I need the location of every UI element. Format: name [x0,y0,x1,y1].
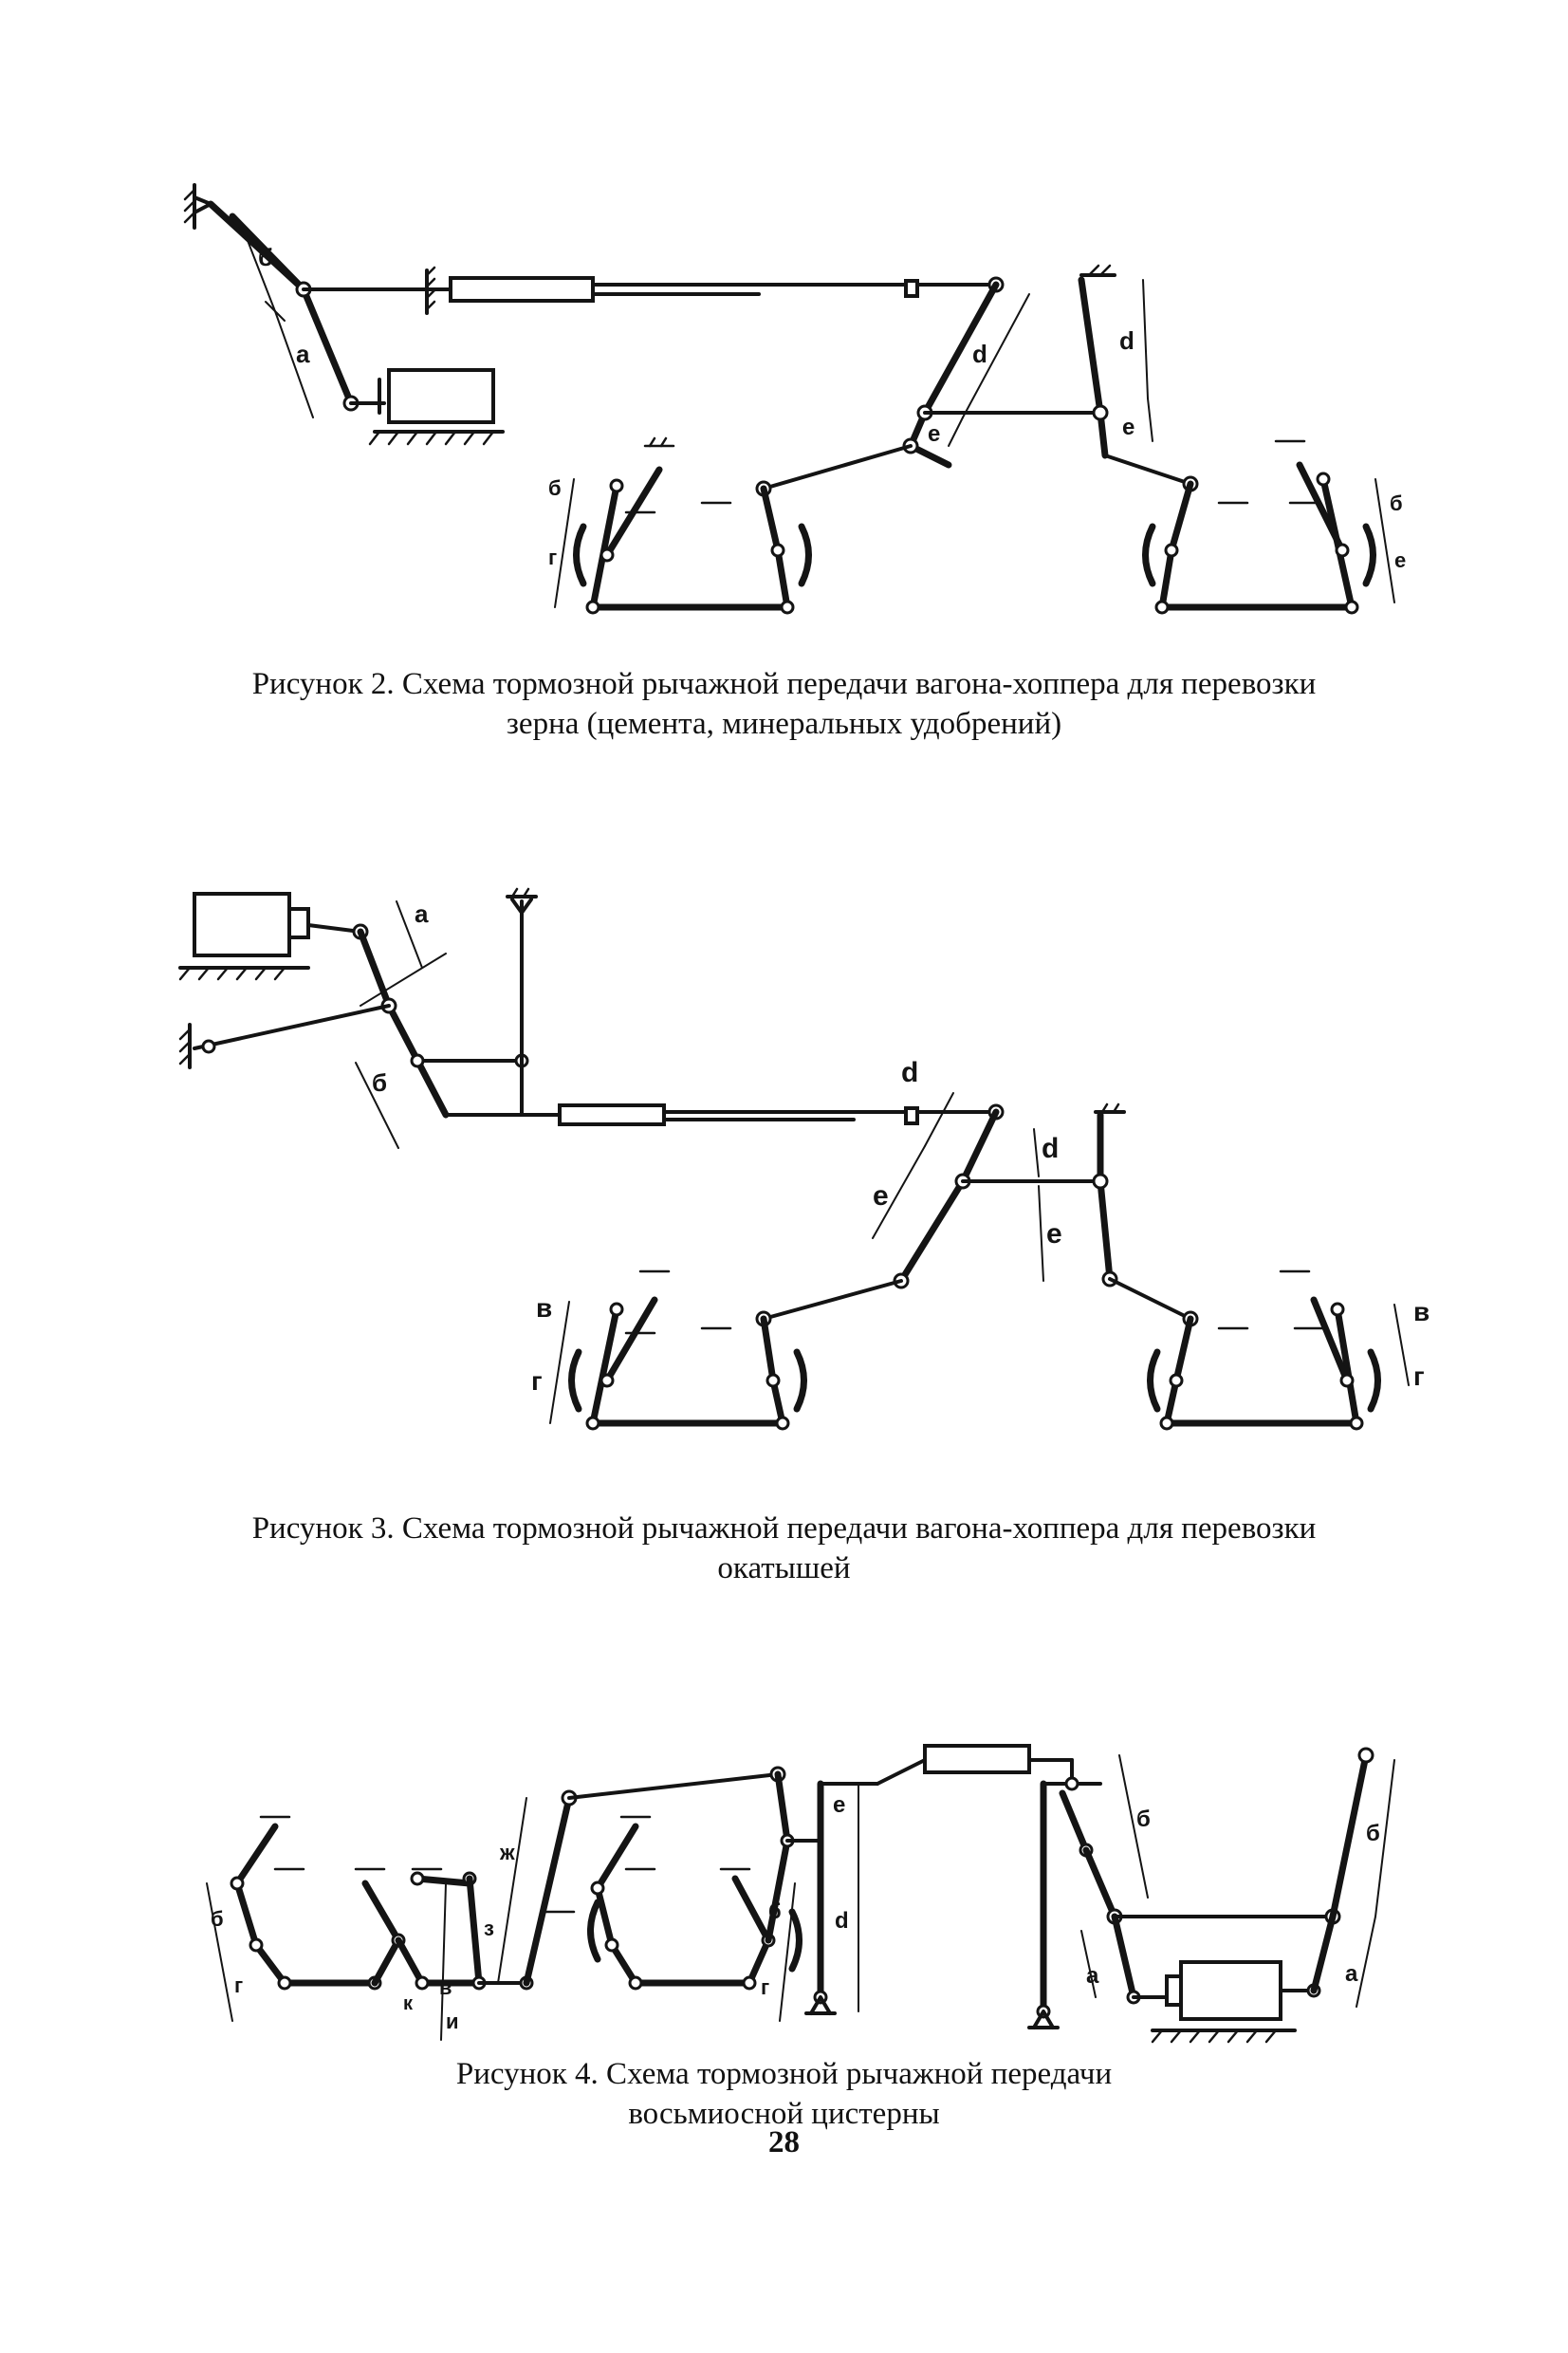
figure-2-diagram: б а [0,0,1568,664]
figure-3-caption-line1: Рисунок 3. Схема тормозной рычажной пере… [251,1511,1317,1546]
label-g-right: г [1413,1362,1425,1391]
figure-4-diagram: б г к в и [0,1708,1568,2087]
label-a: а [415,899,429,928]
label-d-right: d [1042,1133,1059,1164]
label-a: а [296,340,310,368]
figure-2-caption-line1: Рисунок 2. Схема тормозной рычажной пере… [251,667,1317,701]
brake-cylinder-icon [368,368,505,446]
brake-cylinder-icon [1151,1960,1297,2044]
figure-3-caption-line2: окатышей [717,1551,851,1585]
label-v-left: в [536,1293,552,1323]
figure-2-caption-line2: зерна (цемента, минеральных удобрений) [506,707,1062,741]
figure-4-svg: б г к в и [206,1744,1395,2044]
label-b-left: б [548,476,562,500]
label-e-right: е [1394,548,1406,572]
left-bogie: б г [548,436,812,615]
right-bogie: б е [1142,439,1406,615]
figure-3-diagram: а б d е [0,854,1568,1518]
label-v-right: в [1413,1297,1430,1326]
slack-adjuster-icon [558,1103,666,1126]
label-z: з [484,1917,494,1940]
slack-adjuster-icon [923,1744,1031,1774]
label-e: е [833,1792,845,1818]
label-e-left: е [873,1180,889,1212]
label-b-right: б [1390,491,1403,515]
label-b-r1: б [1136,1806,1151,1832]
label-d: d [972,340,987,368]
bogie-3: б г [587,1815,802,2022]
figure-2-caption: Рисунок 2. Схема тормозной рычажной пере… [0,664,1568,744]
label-b-left: б [211,1907,224,1931]
label-g-mid: г [761,1975,769,1999]
bogie-1: б г [206,1815,406,2022]
label-e-right: е [1046,1218,1062,1250]
brake-cylinder-icon [178,892,310,981]
fixed-support-icon [183,183,212,230]
label-b-r2: б [1366,1821,1380,1846]
page-number: 28 [768,2125,800,2159]
label-b: б [372,1068,387,1097]
label-g-left: г [531,1366,543,1396]
label-k: к [403,1993,414,2014]
label-i: и [446,2010,459,2033]
figure-4-caption-line2: восьмиосной цистерны [628,2097,940,2131]
label-g-left: г [548,546,557,569]
slack-adjuster-icon [449,276,595,303]
label-e: е [928,421,940,447]
label-a-r2: а [1345,1961,1358,1987]
label-d: d [835,1908,849,1934]
left-bogie: в г [531,1269,807,1431]
figure-4-caption: Рисунок 4. Схема тормозной рычажной пере… [0,2054,1568,2134]
label-zh: ж [499,1841,515,1864]
label-v: в [439,1975,452,1999]
fixed-support-right-icon [1079,264,1116,277]
figure-3-svg: а б d е [178,887,1430,1431]
label-d-right: d [1119,326,1134,355]
bogie-2: к в и [395,1867,534,2041]
label-d-left: d [901,1057,918,1088]
figure-2-svg: б а [183,183,1406,615]
label-e-right-top: е [1122,415,1134,440]
figure-3-caption: Рисунок 3. Схема тормозной рычажной пере… [0,1509,1568,1588]
figure-4-caption-line1: Рисунок 4. Схема тормозной рычажной пере… [455,2057,1113,2091]
label-g-left: г [234,1973,243,1997]
label-b: б [258,243,273,271]
right-bogie: в г [1147,1269,1430,1431]
label-a-r1: а [1086,1963,1099,1989]
